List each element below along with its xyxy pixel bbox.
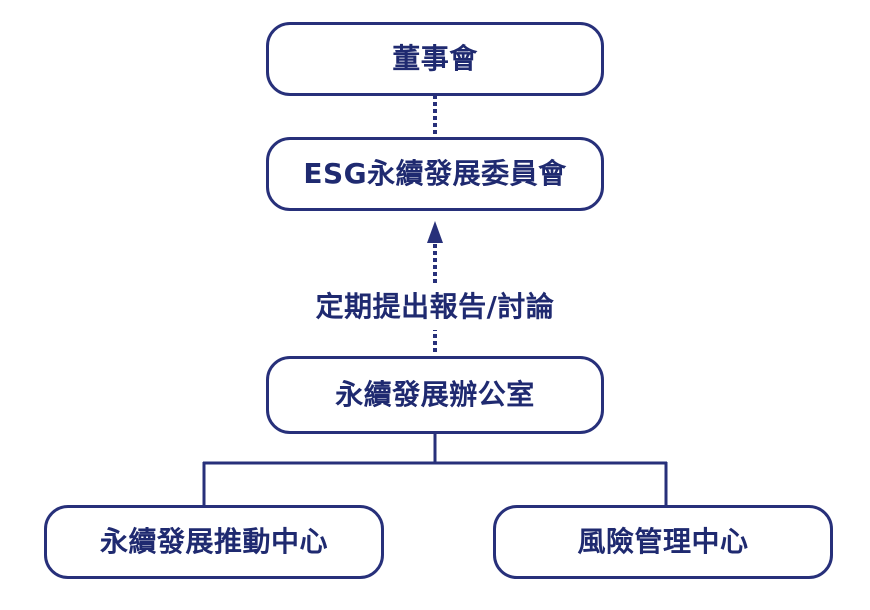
node-promotion-center: 永續發展推動中心 [44, 505, 384, 579]
edge-label-periodic-report: 定期提出報告/討論 [315, 290, 555, 323]
node-esg-committee: ESG永續發展委員會 [266, 137, 604, 211]
arrowhead-up-icon [427, 221, 443, 243]
node-board: 董事會 [266, 22, 604, 96]
node-sustainability-office: 永續發展辦公室 [266, 356, 604, 434]
node-risk-center: 風險管理中心 [493, 505, 833, 579]
